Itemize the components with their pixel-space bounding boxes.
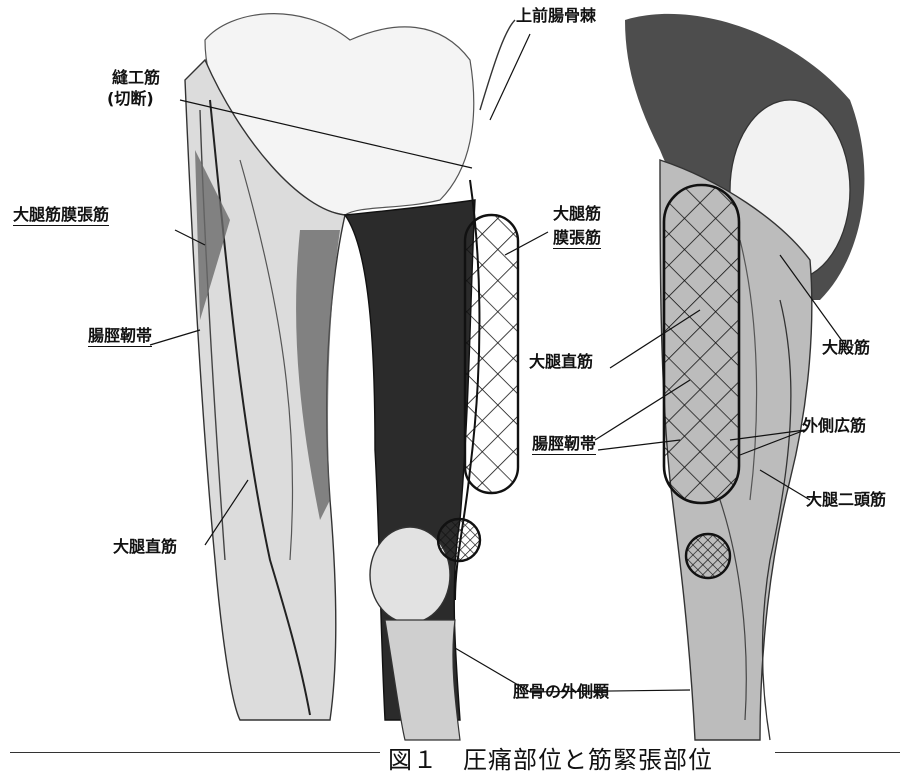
label-gluteus-max: 大殿筋 [822,338,870,357]
figure-caption: 図１ 圧痛部位と筋緊張部位 [388,740,713,775]
label-fibula-head: 脛骨の外側顆 [513,682,609,701]
front-view-figure [185,14,518,740]
caption-rule-left [10,752,380,753]
label-tfl-mid-1: 大腿筋 [553,204,601,223]
side-tender-point [686,534,730,578]
label-rectus-left: 大腿直筋 [113,537,177,556]
label-tfl-mid-2: 膜張筋 [553,228,601,249]
front-tender-point [438,519,480,561]
label-biceps-fem: 大腿二頭筋 [806,490,886,509]
label-itb-mid: 腸脛靭帯 [532,434,596,455]
caption-rule-right [775,752,900,753]
label-itb-left: 腸脛靭帯 [88,326,152,347]
front-tension-zone [465,215,518,493]
label-vastus-lat: 外側広筋 [802,416,866,435]
label-sartorius: 縫工筋 [112,68,160,87]
label-asis: 上前腸骨棘 [516,6,596,25]
label-sartorius-cut: (切断) [107,89,154,108]
label-rectus-mid: 大腿直筋 [529,352,593,371]
label-tfl-left: 大腿筋膜張筋 [13,205,109,226]
side-tension-zone [664,185,739,503]
side-view-figure [625,14,864,740]
